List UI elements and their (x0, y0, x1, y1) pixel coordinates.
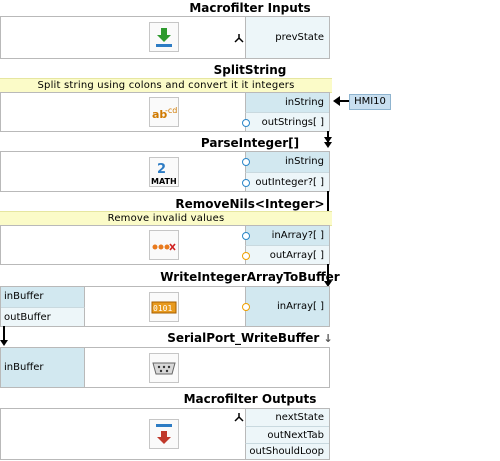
download-arrow-icon (149, 22, 179, 52)
svg-text:2: 2 (157, 162, 166, 177)
fork-icon (233, 411, 245, 426)
port-connector-icon (242, 179, 250, 187)
port-instring-parse[interactable]: inString (242, 152, 329, 172)
serialport-title-label: SerialPort_WriteBuffer (167, 331, 320, 345)
port-outinteger-label: outInteger?[ ] (255, 177, 324, 188)
port-inbuffer[interactable]: inBuffer (1, 287, 85, 307)
port-inbuffer-serial[interactable]: inBuffer (1, 348, 85, 387)
port-connector-icon (242, 252, 250, 260)
port-outstrings[interactable]: outStrings[ ] (242, 112, 329, 131)
connector-line (327, 264, 329, 283)
svg-text:ab: ab (152, 108, 167, 121)
splitstring-block[interactable]: ab-cd inString outStrings[ ] (0, 92, 330, 132)
port-outnexttab[interactable]: outNextTab (245, 426, 329, 443)
arrow-down-icon (324, 281, 332, 287)
serial-port-icon (149, 353, 179, 383)
arrow-down-icon (324, 137, 332, 143)
port-outstrings-label: outStrings[ ] (261, 117, 324, 128)
macrofilter-inputs-block[interactable]: prevState (0, 16, 330, 59)
serialport-title: SerialPort_WriteBuffer ↓ (0, 330, 500, 346)
port-connector-icon (242, 232, 250, 240)
expand-arrow-icon[interactable]: ↓ (323, 332, 333, 345)
macrofilter-inputs-title: Macrofilter Inputs (189, 1, 311, 15)
split-string-icon: ab-cd (149, 97, 179, 127)
port-prevstate[interactable]: prevState (245, 17, 329, 58)
port-instring[interactable]: inString (245, 93, 329, 112)
macrofilter-outputs-title: Macrofilter Outputs (183, 392, 317, 406)
macrofilter-outputs-block[interactable]: nextState outNextTab outShouldLoop (0, 408, 330, 460)
splitstring-title: SplitString (213, 63, 287, 77)
port-outinteger[interactable]: outInteger?[ ] (242, 172, 329, 191)
port-inarray-write-label: inArray[ ] (276, 301, 324, 312)
splitstring-comment: Split string using colons and convert it… (0, 78, 332, 93)
removenils-title: RemoveNils<Integer> (175, 197, 325, 211)
port-connector-icon (242, 119, 250, 127)
parseinteger-title: ParseInteger[] (200, 136, 300, 150)
serialport-block[interactable]: inBuffer (0, 347, 330, 388)
connector-line (327, 191, 329, 221)
port-inarray[interactable]: inArray?[ ] (242, 226, 329, 245)
writearray-title: WriteIntegerArrayToBuffer (160, 270, 340, 284)
remove-nils-icon (149, 230, 179, 260)
removenils-comment: Remove invalid values (0, 211, 332, 226)
port-outbuffer[interactable]: outBuffer (1, 307, 85, 326)
svg-text:-cd: -cd (165, 106, 177, 115)
svg-text:0101: 0101 (153, 304, 172, 313)
hmi-arrow-icon (333, 96, 349, 109)
port-connector-icon (242, 303, 250, 311)
binary-buffer-icon: 0101 (149, 292, 179, 322)
arrow-down-icon (324, 142, 332, 148)
port-inarray-label: inArray?[ ] (271, 230, 324, 241)
port-outarray-label: outArray[ ] (269, 250, 324, 261)
connector-line (3, 326, 5, 342)
upload-arrow-icon (149, 419, 179, 449)
port-outarray[interactable]: outArray[ ] (242, 245, 329, 264)
writearray-block[interactable]: inBuffer outBuffer 0101 inArray[ ] (0, 286, 330, 327)
arrow-down-icon (0, 340, 8, 346)
port-instring-parse-label: inString (285, 156, 324, 167)
hmi10-tag[interactable]: HMI10 (349, 94, 391, 110)
fork-icon (233, 32, 245, 47)
port-nextstate[interactable]: nextState (245, 409, 329, 426)
port-connector-icon (242, 158, 250, 166)
port-outshouldloop[interactable]: outShouldLoop (245, 443, 329, 459)
port-inarray-write[interactable]: inArray[ ] (242, 287, 329, 326)
removenils-block[interactable]: inArray?[ ] outArray[ ] (0, 225, 330, 265)
svg-text:MATH: MATH (151, 177, 177, 186)
